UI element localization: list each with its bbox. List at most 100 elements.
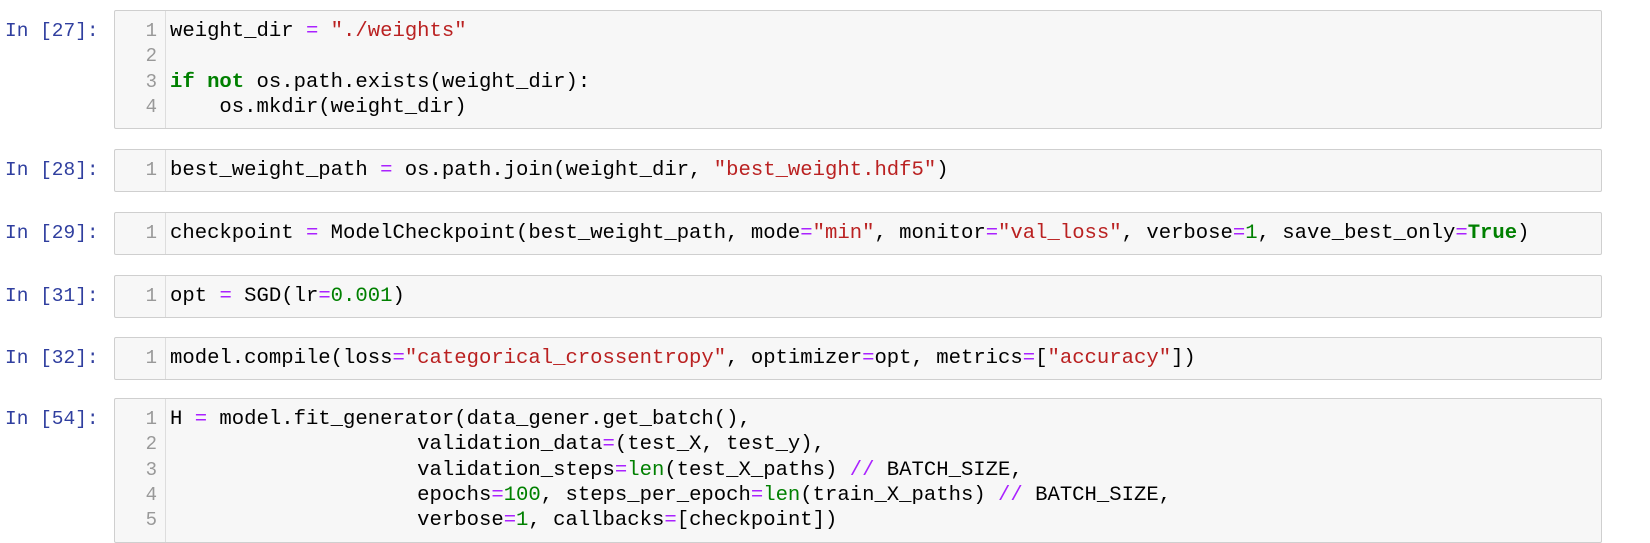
code-token: =: [614, 458, 628, 482]
code-token: //: [998, 483, 1023, 507]
code-token: (test_X, test_y),: [614, 433, 825, 457]
code-line: validation_steps=len(test_X_paths) // BA…: [170, 458, 1171, 483]
code-token: =: [219, 285, 232, 308]
line-numbers: 1: [115, 346, 157, 371]
code-token: =: [305, 20, 319, 43]
code-token: model.compile(loss: [170, 347, 393, 370]
line-number-gutter: 1: [115, 276, 166, 318]
code-token: [checkpoint]): [676, 509, 838, 533]
code-token: [195, 71, 207, 94]
code-token: len: [763, 483, 801, 507]
code-token: "accuracy": [1047, 347, 1172, 370]
code-line: verbose=1, callbacks=[checkpoint]): [170, 508, 1171, 533]
code-line: epochs=100, steps_per_epoch=len(train_X_…: [170, 483, 1171, 508]
code-line: os.mkdir(weight_dir): [170, 95, 590, 120]
code-token: =: [862, 347, 875, 370]
code-line: H = model.fit_generator(data_gener.get_b…: [170, 407, 1171, 432]
code-text[interactable]: opt = SGD(lr=0.001): [170, 284, 405, 309]
code-token: True: [1467, 222, 1518, 245]
code-token: weight_dir: [170, 20, 306, 43]
code-text[interactable]: H = model.fit_generator(data_gener.get_b…: [170, 407, 1171, 533]
code-token: not: [207, 70, 245, 94]
code-token: ModelCheckpoint(best_weight_path, mode: [318, 222, 801, 245]
code-token: =: [664, 509, 677, 533]
code-token: verbose: [170, 509, 504, 533]
input-prompt: In [28]:: [5, 159, 99, 181]
code-text[interactable]: best_weight_path = os.path.join(weight_d…: [170, 158, 949, 183]
line-number: 2: [145, 45, 157, 68]
code-token: len: [627, 458, 665, 482]
code-token: =: [380, 159, 393, 182]
line-number: 3: [145, 458, 157, 481]
code-token: 1: [1245, 222, 1258, 245]
line-number: 4: [145, 483, 157, 506]
code-text[interactable]: model.compile(loss="categorical_crossent…: [170, 346, 1196, 371]
code-token: , callbacks: [528, 509, 665, 533]
code-token: BATCH_SIZE,: [874, 458, 1023, 482]
code-token: "val_loss": [998, 222, 1122, 245]
code-line: ​: [170, 44, 590, 69]
code-token: ): [936, 159, 949, 182]
code-token: =: [491, 483, 504, 507]
code-token: =: [1022, 347, 1036, 370]
code-token: , save_best_only: [1257, 222, 1456, 245]
code-token: ]): [1171, 347, 1196, 370]
line-number-gutter: 1: [115, 338, 166, 380]
code-token: opt, metrics: [874, 347, 1023, 370]
code-token: , steps_per_epoch: [540, 483, 751, 507]
code-token: best_weight_path: [170, 159, 381, 182]
code-editor[interactable]: 1 234 weight_dir = "./weights"​if not os.p…: [114, 10, 1602, 130]
code-token: H: [170, 408, 195, 431]
code-token: os.path.exists(weight_dir):: [244, 70, 591, 94]
code-text[interactable]: checkpoint = ModelCheckpoint(best_weight…: [170, 221, 1529, 246]
code-token: =: [800, 222, 813, 245]
code-token: [318, 20, 330, 43]
code-token: , verbose: [1121, 222, 1233, 245]
code-token: 1: [516, 509, 529, 533]
code-token: =: [1232, 222, 1246, 245]
line-numbers: 1: [115, 221, 157, 246]
code-token: [: [1035, 347, 1048, 370]
code-line: if not os.path.exists(weight_dir):: [170, 70, 590, 95]
code-editor[interactable]: 1 best_weight_path = os.path.join(weight_…: [114, 149, 1602, 193]
line-number-gutter: 1: [115, 213, 166, 255]
line-number: 1: [145, 408, 157, 430]
input-prompt: In [27]:: [5, 20, 99, 42]
line-number: 1: [145, 20, 157, 42]
code-token: "./weights": [330, 20, 467, 43]
code-token: opt: [170, 285, 220, 308]
code-line: model.compile(loss="categorical_crossent…: [170, 346, 1196, 371]
line-number: 3: [145, 70, 157, 93]
code-line: opt = SGD(lr=0.001): [170, 284, 405, 309]
code-token: validation_data: [170, 433, 603, 457]
code-token: 0.001: [330, 285, 393, 308]
input-prompt: In [32]:: [5, 347, 99, 369]
input-prompt: In [31]:: [5, 285, 99, 307]
code-token: checkpoint: [170, 222, 306, 245]
line-number: 4: [145, 95, 157, 118]
input-prompt: In [54]:: [5, 408, 99, 430]
line-number: 5: [145, 509, 157, 532]
code-token: epochs: [170, 483, 492, 507]
code-token: 100: [503, 483, 541, 507]
code-token: =: [392, 347, 405, 370]
code-token: model.fit_generator(data_gener.get_batch…: [207, 408, 751, 431]
code-token: =: [194, 408, 208, 431]
code-token: "categorical_crossentropy": [404, 347, 727, 370]
code-token: "min": [812, 222, 875, 245]
line-numbers: 1: [115, 158, 157, 183]
code-token: =: [305, 222, 319, 245]
code-token: SGD(lr: [231, 285, 319, 308]
code-token: =: [503, 509, 517, 533]
code-token: =: [602, 433, 615, 457]
code-text[interactable]: weight_dir = "./weights"​if not os.path.…: [170, 19, 590, 120]
code-line: validation_data=(test_X, test_y),: [170, 432, 1171, 457]
code-token: ): [1517, 222, 1530, 245]
line-number: 1: [145, 347, 157, 369]
